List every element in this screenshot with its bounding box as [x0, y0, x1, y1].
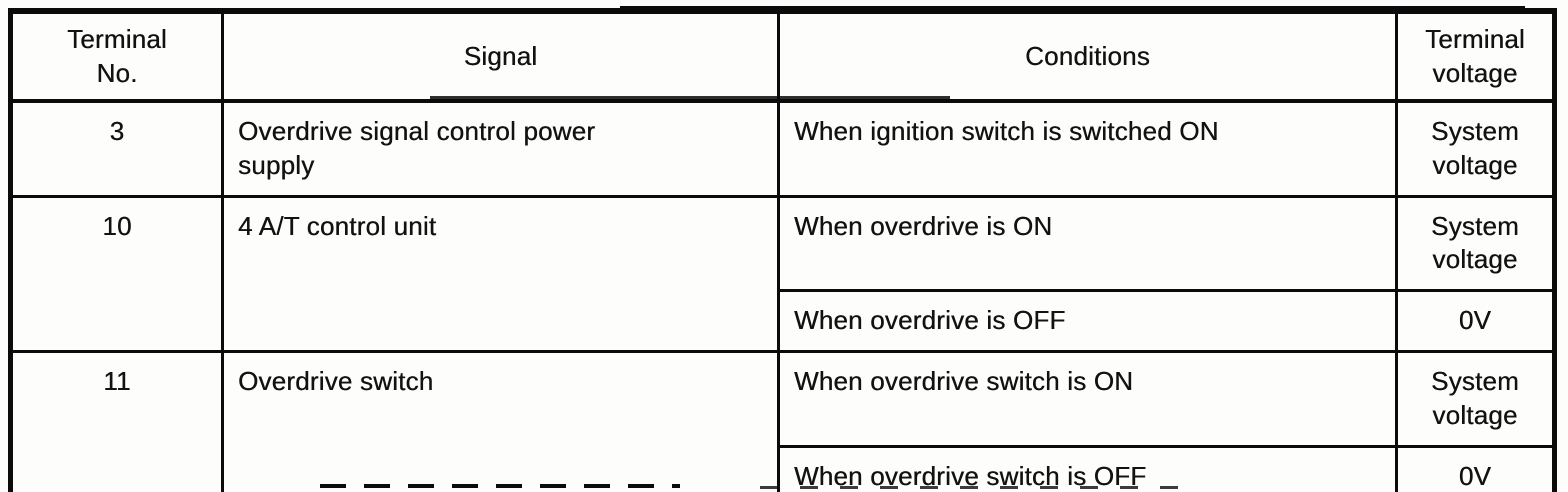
voltage-text: System voltage [1431, 365, 1519, 430]
cell-condition: When overdrive switch is ON [777, 349, 1398, 448]
table-row: 10 4 A/T control unit When overdrive is … [9, 194, 1556, 353]
cell-terminal-voltage: System voltage [1395, 349, 1556, 448]
header-terminal-voltage-label: Terminal voltage [1425, 23, 1525, 88]
cell-signal: Overdrive switch [221, 349, 780, 492]
header-conditions: Conditions [777, 9, 1398, 103]
terminal-voltage-table: Terminal No. Signal Conditions Terminal … [8, 8, 1557, 492]
cell-signal: 4 A/T control unit [221, 194, 780, 353]
header-terminal-voltage: Terminal voltage [1395, 9, 1556, 103]
cell-signal: Overdrive signal control power supply [221, 99, 780, 198]
cell-terminal-no: 10 [9, 194, 224, 353]
table-row: 11 Overdrive switch When overdrive switc… [9, 349, 1556, 492]
cell-terminal-no: 3 [9, 99, 224, 198]
signal-text: Overdrive switch [238, 365, 434, 396]
header-signal: Signal [221, 9, 780, 103]
header-terminal-no: Terminal No. [9, 9, 224, 103]
cell-condition: When overdrive is OFF [777, 289, 1398, 353]
cell-condition: When overdrive switch is OFF [777, 444, 1398, 492]
cell-condition: When overdrive is ON [777, 194, 1398, 293]
header-terminal-no-label: Terminal No. [67, 23, 167, 88]
table-subrow: When overdrive switch is OFF 0V [11, 444, 1556, 492]
signal-text: 4 A/T control unit [238, 210, 437, 241]
signal-text: Overdrive signal control power supply [238, 116, 596, 180]
cell-terminal-voltage: System voltage [1395, 99, 1556, 198]
voltage-text: System voltage [1431, 116, 1519, 180]
cell-terminal-voltage: 0V [1395, 444, 1556, 492]
cell-terminal-voltage: 0V [1395, 289, 1556, 353]
table-header-row: Terminal No. Signal Conditions Terminal … [9, 9, 1556, 103]
voltage-text: System voltage [1431, 210, 1519, 275]
table-row: 3 Overdrive signal control power supply … [9, 99, 1556, 198]
cell-terminal-no: 11 [9, 349, 224, 492]
table-subrow: When overdrive is OFF 0V [11, 289, 1556, 353]
cell-condition: When ignition switch is switched ON [777, 99, 1398, 198]
cell-terminal-voltage: System voltage [1395, 194, 1556, 293]
